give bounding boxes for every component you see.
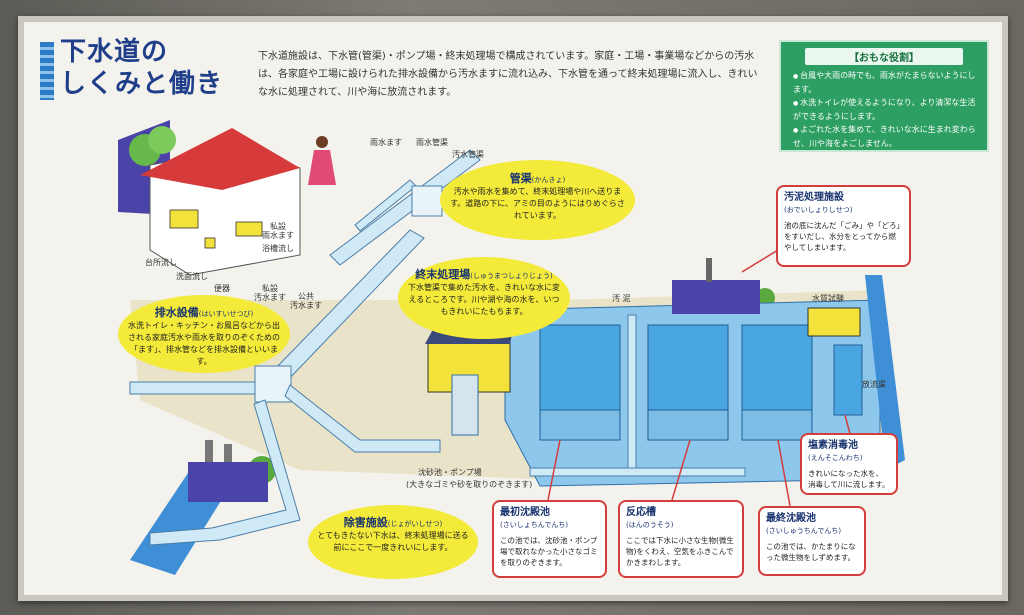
trunk-sewer-pipe — [284, 384, 441, 453]
title-accent-icon — [40, 42, 54, 100]
label-grit-pump: 沈砂池・ポンプ場 — [418, 468, 482, 477]
bubble-text: 汚水や雨水を集めて、終末処理場や川へ送ります。道路の下に、アミの目のようにはりめ… — [450, 187, 625, 220]
bubble-reading: (かんきょ) — [531, 176, 566, 184]
box-primary-settling: 最初沈殿池 (さいしょちんでんち) この池では、沈砂池・ポンプ場で取れなかった小さ… — [492, 500, 607, 578]
chlorination-tank — [833, 344, 863, 416]
box-text: この池では、かたまりになった微生物をしずめます。 — [766, 542, 856, 562]
bubble-title: 終末処理場 — [415, 268, 471, 281]
house-roof-icon — [140, 128, 300, 190]
tree-icon — [148, 126, 176, 154]
label-sewage-pipe: 汚水管渠 — [452, 150, 484, 159]
bubble-title: 排水設備 — [154, 306, 199, 319]
sludge-facility-icon — [672, 280, 760, 314]
box-reading: (さいしょちんでんち) — [500, 521, 569, 529]
box-chlorination: 塩素消毒池 (えんそこんわち) きれいになった水を、消毒して川に流します。 — [800, 433, 898, 495]
toilet-icon — [204, 237, 216, 249]
box-title: 反応槽 — [626, 507, 656, 518]
chimney-icon — [224, 444, 232, 462]
bubble-title: 管渠 — [509, 172, 532, 185]
box-text: 池の底に沈んだ「ごみ」や「どろ」をすいだし、水分をとってから燃やしてしまいます。 — [784, 221, 901, 252]
callout-line — [777, 439, 791, 507]
rainwater-main-pipe — [329, 149, 481, 266]
bubble-reading: (しゅうまつしょりじょう) — [470, 272, 553, 280]
label-public-sewage-inlet: 公共 汚水ます — [290, 292, 322, 310]
primary-settling-tank — [539, 324, 621, 411]
callout-line — [741, 249, 779, 273]
screen-chamber-icon — [451, 374, 479, 436]
role-item: 台風や大雨の時でも、雨水がたまらないようにします。 — [793, 69, 979, 96]
main-roles-panel: 【おもな役割】 台風や大雨の時でも、雨水がたまらないようにします。 水洗トイレが… — [779, 40, 989, 152]
roles-heading: 【おもな役割】 — [805, 48, 963, 65]
bubble-text: 水洗トイレ・キッチン・お風呂などから出される家庭汚水や雨水を取りのぞくための「ま… — [128, 321, 280, 366]
tank-underflow — [647, 409, 729, 441]
return-pipe — [529, 467, 746, 477]
kitchen-sink-icon — [169, 209, 199, 229]
factory-sewer-pipe — [149, 399, 301, 546]
box-text: この池では、沈砂池・ポンプ場で取れなかった小さなゴミを取りのぞきます。 — [500, 536, 598, 567]
role-item: 水洗トイレが使えるようになり、より清潔な生活ができるようにします。 — [793, 96, 979, 123]
box-reading: (はんのうそう) — [626, 521, 674, 529]
box-title: 塩素消毒池 — [808, 440, 858, 451]
label-rain-inlet: 雨水ます — [370, 138, 402, 147]
role-item: よごれた水を集めて、きれいな水に生まれ変わらせ、川や海をよごしません。 — [793, 123, 979, 150]
callout-line — [671, 439, 691, 501]
bubble-pretreatment: 除害施設(じょがいしせつ) とてもきたない下水は、終末処理場に送る前にここで一度… — [308, 505, 478, 579]
tank-underflow — [539, 409, 621, 441]
tank-underflow — [741, 409, 813, 441]
bubble-text: 下水管渠で集めた汚水を、きれいな水に変えるところです。川や湖や海の水を、いつもき… — [408, 283, 560, 316]
sludge-pipe — [627, 314, 637, 476]
bubble-text: とてもきたない下水は、終末処理場に送る前にここで一度きれいにします。 — [317, 531, 469, 552]
box-title: 最終沈殿池 — [766, 513, 816, 524]
label-bathtub: 浴槽流し — [262, 244, 294, 253]
box-text: きれいになった水を、消毒して川に流します。 — [808, 469, 890, 489]
poster-title: 下水道の しくみと働き — [60, 36, 223, 100]
label-private-sewage-inlet: 私設 汚水ます — [254, 284, 286, 302]
label-grit-note: (大きなゴミや砂を取りのぞきます) — [406, 480, 533, 489]
bubble-reading: (はいすいせつび) — [198, 310, 254, 318]
girl-icon — [308, 150, 336, 185]
callout-line — [844, 414, 851, 435]
house-sewer-pipe — [129, 381, 261, 395]
chimney-icon — [706, 258, 712, 282]
bathtub-icon — [235, 221, 263, 237]
label-toilet: 便器 — [214, 284, 230, 293]
final-settling-tank — [741, 324, 813, 411]
box-title: 汚泥処理施設 — [784, 192, 844, 203]
reaction-tank — [647, 324, 729, 411]
label-private-rain-inlet: 私設 雨水ます — [262, 222, 294, 240]
box-reading: (おでいしょりしせつ) — [784, 206, 853, 214]
lab-building-icon — [807, 307, 861, 337]
outfall-river — [865, 275, 905, 470]
label-water-quality-test: 水質試験 — [812, 294, 844, 303]
girl-icon — [316, 136, 328, 148]
label-wash-basin: 洗面流し — [176, 272, 208, 281]
bubble-sewer-pipes: 管渠(かんきょ) 汚水や雨水を集めて、終末処理場や川へ送ります。道路の下に、アミ… — [440, 160, 635, 240]
manhole-icon — [411, 185, 443, 217]
bubble-treatment-plant: 終末処理場(しゅうまつしょりじょう) 下水管渠で集めた汚水を、きれいな水に変える… — [398, 257, 570, 339]
callout-line — [547, 439, 561, 501]
box-final-settling: 最終沈殿池 (さいしゅうちんでんち) この池では、かたまりになった微生物をしずめま… — [758, 506, 866, 576]
bubble-reading: (じょがいしせつ) — [387, 520, 443, 528]
roles-list: 台風や大雨の時でも、雨水がたまらないようにします。 水洗トイレが使えるようになり… — [781, 69, 987, 150]
box-reaction-tank: 反応槽 (はんのうそう) ここでは下水に小さな生物(微生物)をくわえ、空気をふきこ… — [618, 500, 744, 578]
label-outfall: 放流渠 — [862, 380, 886, 389]
intro-text: 下水道施設は、下水管(管渠)・ポンプ場・終末処理場で構成されています。家庭・工場… — [258, 51, 758, 98]
box-title: 最初沈殿池 — [500, 507, 550, 518]
box-sludge-treatment: 汚泥処理施設 (おでいしょりしせつ) 池の底に沈んだ「ごみ」や「どろ」をすいだし、… — [776, 185, 911, 267]
title-line-1: 下水道の — [60, 37, 169, 67]
label-sludge: 汚 泥 — [612, 294, 631, 303]
bubble-drainage-facilities: 排水設備(はいすいせつび) 水洗トイレ・キッチン・お風呂などから出される家庭汚水… — [118, 295, 290, 373]
label-rain-pipe: 雨水管渠 — [416, 138, 448, 147]
label-kitchen-sink: 台所流し — [145, 258, 177, 267]
factory-icon — [188, 462, 268, 502]
bubble-title: 除害施設 — [343, 516, 388, 529]
box-text: ここでは下水に小さな生物(微生物)をくわえ、空気をふきこんでかきまわします。 — [626, 536, 734, 567]
box-reading: (さいしゅうちんでんち) — [766, 527, 842, 535]
box-reading: (えんそこんわち) — [808, 454, 863, 462]
title-line-2: しくみと働き — [60, 69, 224, 99]
chimney-icon — [205, 440, 213, 462]
